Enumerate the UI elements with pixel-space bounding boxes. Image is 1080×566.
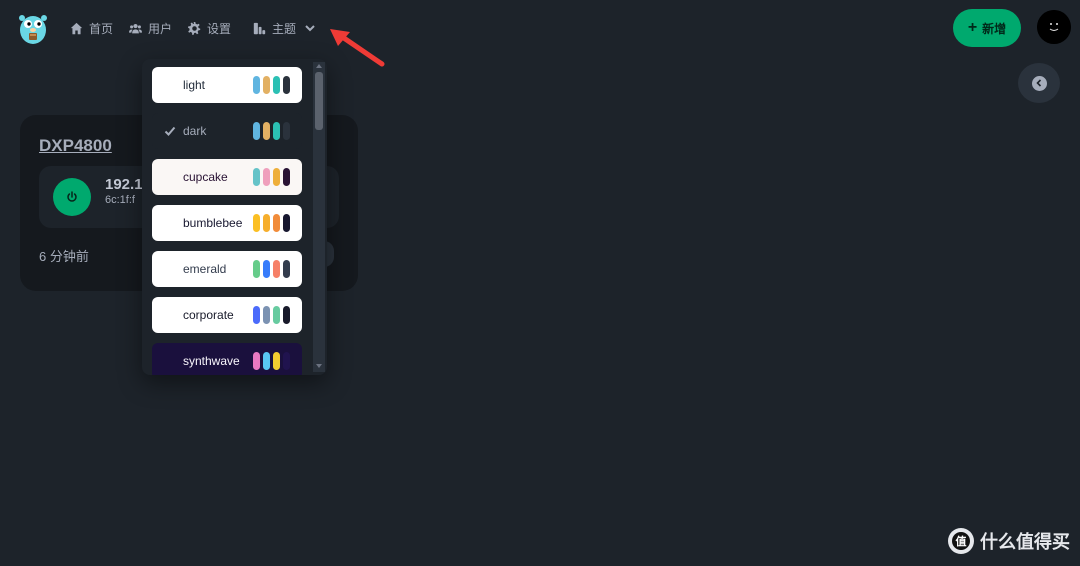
theme-swatch [273, 352, 280, 370]
theme-swatch [283, 260, 290, 278]
watermark-logo-text: 值 [956, 534, 967, 548]
theme-dropdown-menu: light dark cupcake bumblebee emerald corporat… [142, 59, 327, 375]
device-name-link[interactable]: DXP4800 [39, 136, 112, 155]
navbar: 首页 用户 设置 主题 + 新增 [0, 0, 1080, 56]
add-device-label: 新增 [982, 21, 1007, 36]
theme-option-label: emerald [183, 262, 227, 276]
annotation-arrow-icon [330, 29, 385, 67]
wake-button[interactable] [53, 178, 91, 216]
scroll-down-icon[interactable] [316, 364, 322, 368]
home-icon [70, 22, 83, 34]
theme-swatch [283, 214, 290, 232]
theme-swatches [253, 306, 290, 324]
theme-option-label: light [183, 78, 206, 92]
palette-icon [253, 22, 266, 34]
watermark: 值 什么值得买 [948, 528, 1070, 554]
watermark-text: 什么值得买 [980, 532, 1070, 552]
theme-option-synthwave[interactable]: synthwave [152, 343, 302, 375]
theme-swatch [283, 122, 290, 140]
theme-option-label: synthwave [183, 354, 240, 368]
theme-swatch [283, 306, 290, 324]
watermark-logo: 值 [948, 528, 974, 554]
theme-swatch [263, 352, 270, 370]
theme-option-label: dark [183, 124, 207, 138]
theme-swatch [273, 214, 280, 232]
collapse-panel-button[interactable] [1018, 63, 1060, 103]
theme-swatch [283, 168, 290, 186]
add-device-button[interactable]: + 新增 [953, 9, 1021, 47]
theme-swatch [273, 122, 280, 140]
theme-swatch [253, 214, 260, 232]
theme-swatch [263, 214, 270, 232]
theme-menu-scrollbar[interactable] [313, 62, 325, 372]
theme-option-bumblebee[interactable]: bumblebee [152, 205, 302, 241]
theme-option-dark[interactable]: dark [152, 113, 302, 149]
nav-theme-label: 主题 [272, 21, 297, 36]
nav-settings[interactable]: 设置 [180, 14, 239, 42]
scrollbar-thumb[interactable] [315, 72, 323, 130]
theme-swatches [253, 168, 290, 186]
theme-swatches [253, 260, 290, 278]
power-icon [67, 191, 77, 202]
check-icon [164, 126, 176, 136]
nav-theme-dropdown[interactable]: 主题 [245, 14, 324, 42]
theme-swatch [283, 76, 290, 94]
chevron-left-icon [1031, 75, 1047, 91]
nav-settings-label: 设置 [207, 21, 232, 36]
theme-swatch [263, 122, 270, 140]
theme-swatch [253, 260, 260, 278]
users-icon [129, 23, 142, 33]
theme-swatch [263, 260, 270, 278]
theme-swatches [253, 352, 290, 370]
theme-swatch [263, 168, 270, 186]
theme-option-emerald[interactable]: emerald [152, 251, 302, 287]
theme-swatch [263, 76, 270, 94]
theme-option-corporate[interactable]: corporate [152, 297, 302, 333]
plus-icon: + [967, 19, 978, 36]
theme-option-light[interactable]: light [152, 67, 302, 103]
theme-swatch [273, 306, 280, 324]
theme-swatch [273, 260, 280, 278]
avatar[interactable] [1037, 10, 1071, 44]
device-ip: 192.1 [105, 176, 143, 193]
nav-home-label: 首页 [89, 21, 114, 36]
scroll-up-icon[interactable] [316, 64, 322, 68]
nav-users-label: 用户 [148, 21, 173, 36]
gopher-logo[interactable] [18, 11, 48, 45]
theme-swatch [273, 76, 280, 94]
nav-home[interactable]: 首页 [62, 14, 121, 42]
theme-option-label: cupcake [183, 170, 228, 184]
theme-option-label: bumblebee [183, 216, 243, 230]
theme-swatch [283, 352, 290, 370]
chevron-down-icon [305, 25, 315, 32]
theme-swatch [263, 306, 270, 324]
theme-option-label: corporate [183, 308, 234, 322]
theme-swatches [253, 76, 290, 94]
theme-swatch [253, 76, 260, 94]
device-mac: 6c:1f:f [105, 194, 135, 206]
nav-users[interactable]: 用户 [121, 14, 180, 42]
theme-swatch [253, 168, 260, 186]
last-seen-text: 6 分钟前 [39, 249, 89, 264]
theme-swatch [253, 352, 260, 370]
gear-icon [188, 21, 201, 35]
theme-swatches [253, 214, 290, 232]
theme-swatch [253, 122, 260, 140]
theme-swatch [253, 306, 260, 324]
theme-option-cupcake[interactable]: cupcake [152, 159, 302, 195]
theme-swatches [253, 122, 290, 140]
theme-swatch [273, 168, 280, 186]
